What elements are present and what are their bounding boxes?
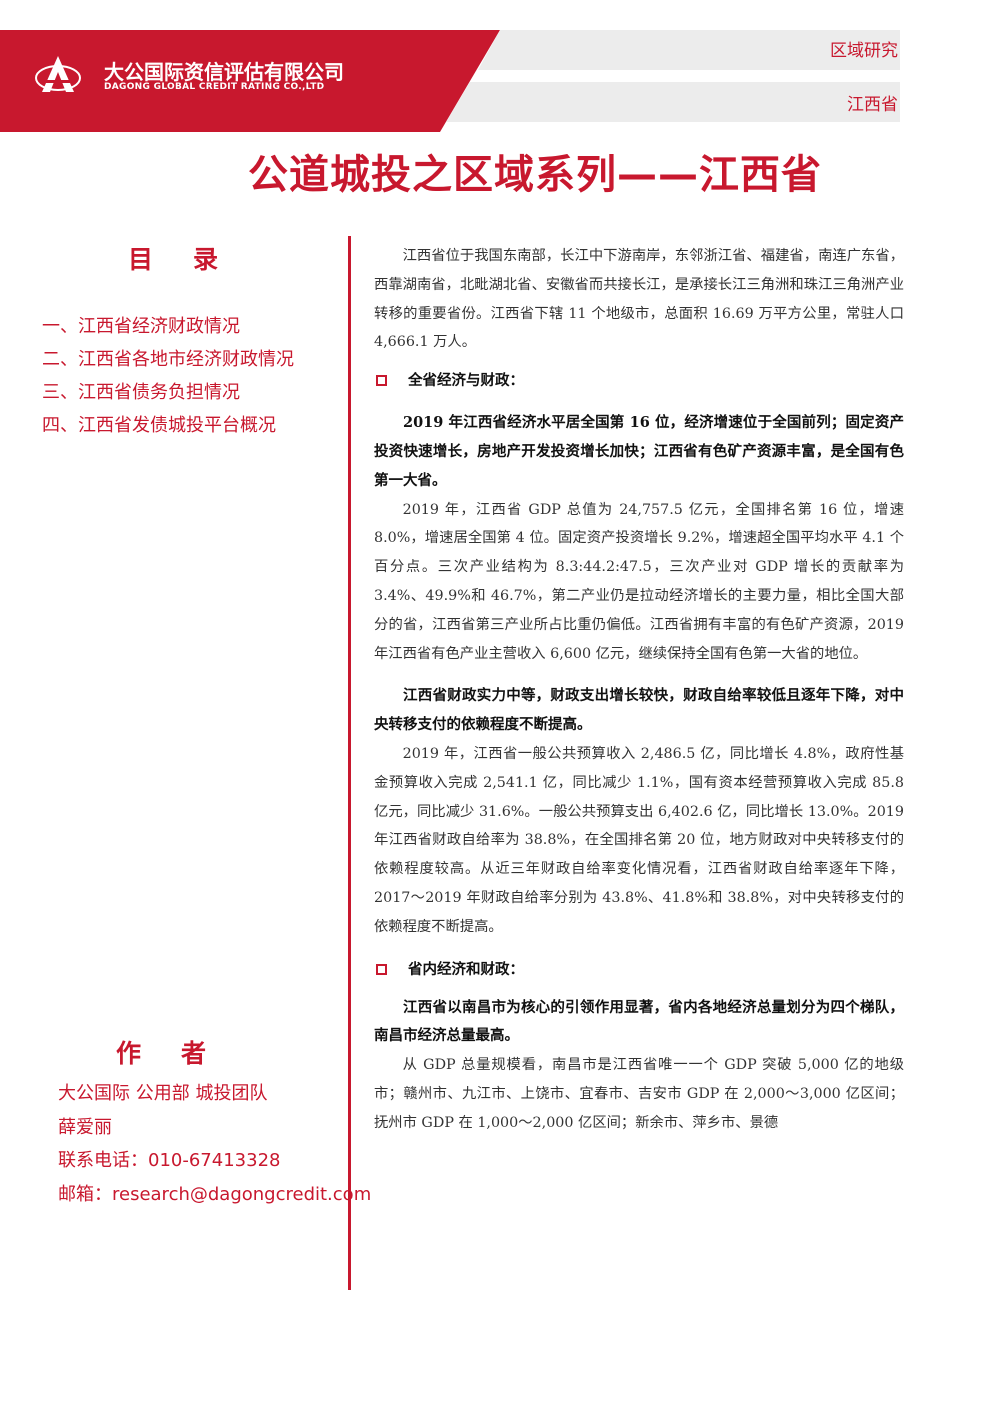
main-content: 江西省位于我国东南部，长江中下游南岸，东邻浙江省、福建省，南连广东省，西靠湖南省… xyxy=(374,242,904,1138)
key-finding: 江西省财政实力中等，财政支出增长较快，财政自给率较低且逐年下降，对中央转移支付的… xyxy=(374,687,904,734)
body-paragraph: 2019 年，江西省 GDP 总值为 24,757.5 亿元，全国排名第 16 … xyxy=(374,501,904,662)
section-heading-text: 省内经济和财政： xyxy=(408,961,524,978)
red-banner xyxy=(0,30,500,132)
author-team: 大公国际 公用部 城投团队 xyxy=(58,1083,268,1104)
company-name-cn: 大公国际资信评估有限公司 xyxy=(104,60,344,84)
gray-tab-bottom xyxy=(446,82,900,122)
toc-item[interactable]: 三、江西省债务负担情况 xyxy=(42,382,240,403)
toc-item[interactable]: 二、江西省各地市经济财政情况 xyxy=(42,349,294,370)
author-name: 薛爱丽 xyxy=(58,1116,112,1138)
region-tag: 江西省 xyxy=(847,95,898,115)
author-heading: 作者 xyxy=(116,1039,247,1068)
category-tag: 区域研究 xyxy=(830,41,898,61)
section-heading: 全省经济与财政： xyxy=(374,367,904,395)
toc-list: 一、江西省经济财政情况 二、江西省各地市经济财政情况 三、江西省债务负担情况 四… xyxy=(42,314,294,446)
toc-item[interactable]: 四、江西省发债城投平台概况 xyxy=(42,415,276,436)
author-info: 大公国际 公用部 城投团队 薛爱丽 联系电话：010-67413328 邮箱：r… xyxy=(58,1080,371,1214)
header-shapes xyxy=(0,30,900,132)
page-title: 公道城投之区域系列——江西省 xyxy=(248,152,822,198)
author-phone: 联系电话：010-67413328 xyxy=(58,1150,281,1171)
key-finding: 江西省以南昌市为核心的引领作用显著，省内各地经济总量划分为四个梯队，南昌市经济总… xyxy=(374,998,904,1045)
body-paragraph: 2019 年，江西省一般公共预算收入 2,486.5 亿，同比增长 4.8%，政… xyxy=(374,745,904,935)
toc-item[interactable]: 一、江西省经济财政情况 xyxy=(42,316,240,337)
author-email[interactable]: 邮箱：research@dagongcredit.com xyxy=(58,1183,372,1205)
key-finding: 2019 年江西省经济水平居全国第 16 位，经济增速位于全国前列；固定资产投资… xyxy=(374,414,904,489)
square-bullet-icon xyxy=(376,963,387,975)
section-heading: 省内经济和财政： xyxy=(374,956,904,984)
company-logo-icon xyxy=(34,52,82,100)
company-name-en: DAGONG GLOBAL CREDIT RATING CO.,LTD xyxy=(104,82,325,92)
column-divider xyxy=(348,236,351,1290)
gray-tab-top xyxy=(478,30,900,70)
header-band: 大公国际资信评估有限公司 DAGONG GLOBAL CREDIT RATING… xyxy=(0,0,992,132)
section-heading-text: 全省经济与财政： xyxy=(408,373,524,390)
square-bullet-icon xyxy=(376,375,387,387)
toc-heading: 目录 xyxy=(128,245,259,274)
intro-paragraph: 江西省位于我国东南部，长江中下游南岸，东邻浙江省、福建省，南连广东省，西靠湖南省… xyxy=(374,248,904,351)
body-paragraph: 从 GDP 总量规模看，南昌市是江西省唯一一个 GDP 突破 5,000 亿的地… xyxy=(374,1057,904,1131)
